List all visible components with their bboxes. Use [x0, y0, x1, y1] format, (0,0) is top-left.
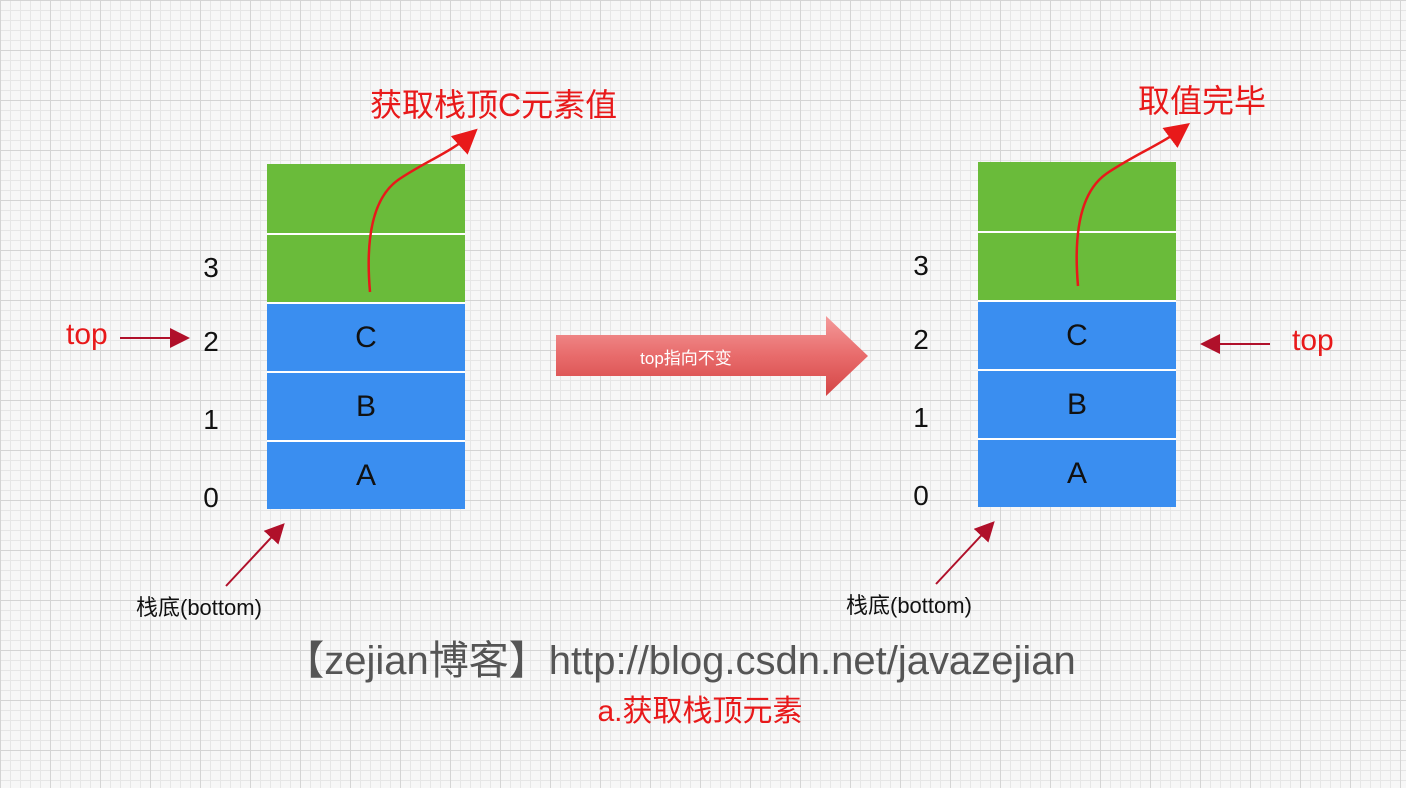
left-stack-slot-0: A [267, 440, 465, 509]
left-caption: 获取栈顶C元素值 [370, 87, 618, 123]
transition-arrow [556, 316, 868, 396]
left-top-pointer-label: top [66, 318, 108, 351]
watermark-url: 【zejian博客】http://blog.csdn.net/javazejia… [284, 639, 1076, 683]
right-top-pointer-label: top [1292, 324, 1334, 357]
left-index-2: 2 [203, 326, 219, 357]
right-stack-slot-2: C [978, 300, 1176, 369]
right-bottom-label: 栈底(bottom) [846, 593, 972, 618]
left-stack-slot-4 [267, 164, 465, 233]
right-stack-slot-1: B [978, 369, 1176, 438]
left-index-0: 0 [203, 482, 219, 513]
right-index-1: 1 [913, 402, 929, 433]
right-index-3: 3 [913, 250, 929, 281]
left-bottom-arrow [225, 523, 285, 587]
left-stack: C B A [267, 164, 465, 509]
left-index-3: 3 [203, 252, 219, 283]
figure-caption: a.获取栈顶元素 [597, 695, 803, 728]
right-index-2: 2 [913, 324, 929, 355]
right-stack-slot-0: A [978, 438, 1176, 507]
right-stack-slot-4 [978, 162, 1176, 231]
right-index-0: 0 [913, 480, 929, 511]
left-stack-slot-1: B [267, 371, 465, 440]
right-caption: 取值完毕 [1138, 83, 1267, 119]
right-stack-slot-3 [978, 231, 1176, 300]
left-bottom-label: 栈底(bottom) [136, 595, 262, 620]
right-stack: C B A [978, 162, 1176, 507]
transition-arrow-label: top指向不变 [640, 349, 732, 368]
left-stack-slot-3 [267, 233, 465, 302]
left-stack-slot-2: C [267, 302, 465, 371]
left-index-1: 1 [203, 404, 219, 435]
right-bottom-arrow [935, 521, 995, 585]
